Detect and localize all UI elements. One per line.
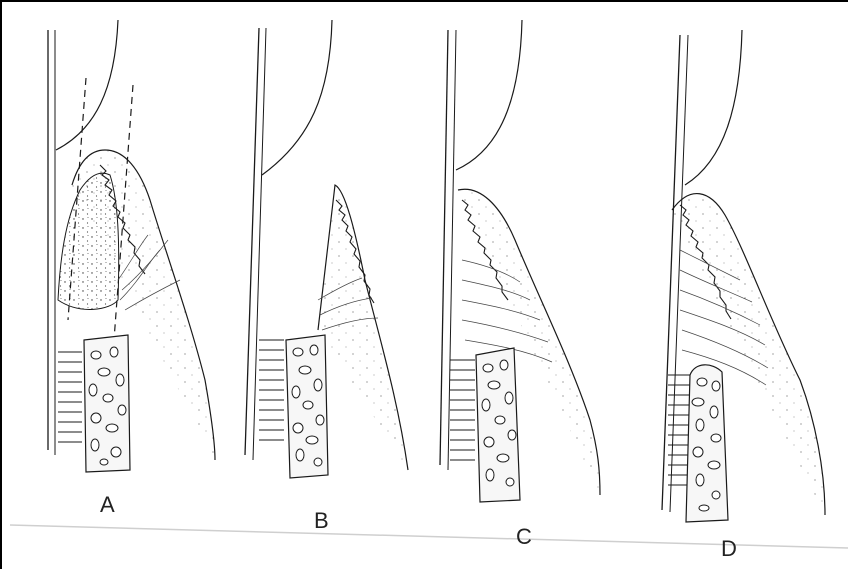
panel-c-drawing: [440, 20, 600, 502]
panel-b-tooth-inner-line: [253, 28, 266, 460]
panel-d-alveolar-bone: [686, 365, 728, 522]
panel-c-enamel-curve: [456, 20, 522, 170]
panel-d-tooth-outline: [662, 35, 680, 510]
panel-a-enamel-curve: [56, 20, 118, 150]
panel-c-tooth-inner-line: [448, 30, 456, 470]
panel-a-inflamed-tissue: [58, 173, 119, 309]
panel-label-c: C: [516, 526, 532, 548]
panel-d-drawing: [662, 30, 825, 522]
panel-c-tooth-outline: [440, 30, 448, 465]
panel-b-ligament-stripes: [259, 340, 284, 440]
panel-a-ligament-stripes: [58, 352, 82, 442]
panel-b-drawing: [245, 20, 408, 478]
panel-label-d: D: [721, 538, 737, 560]
panel-label-a: A: [100, 494, 115, 516]
panel-b-tooth-outline: [245, 28, 259, 455]
panel-label-b: B: [314, 510, 329, 532]
panel-c-ligament-stripes: [450, 360, 475, 460]
panel-a-drawing: [48, 20, 215, 472]
panel-d-enamel-curve: [685, 30, 742, 185]
panel-b-enamel-curve: [262, 20, 332, 175]
panel-c-alveolar-bone: [476, 348, 520, 502]
panel-b-gingiva-outline: [318, 185, 408, 470]
panel-d-tooth-inner-line: [670, 35, 688, 512]
